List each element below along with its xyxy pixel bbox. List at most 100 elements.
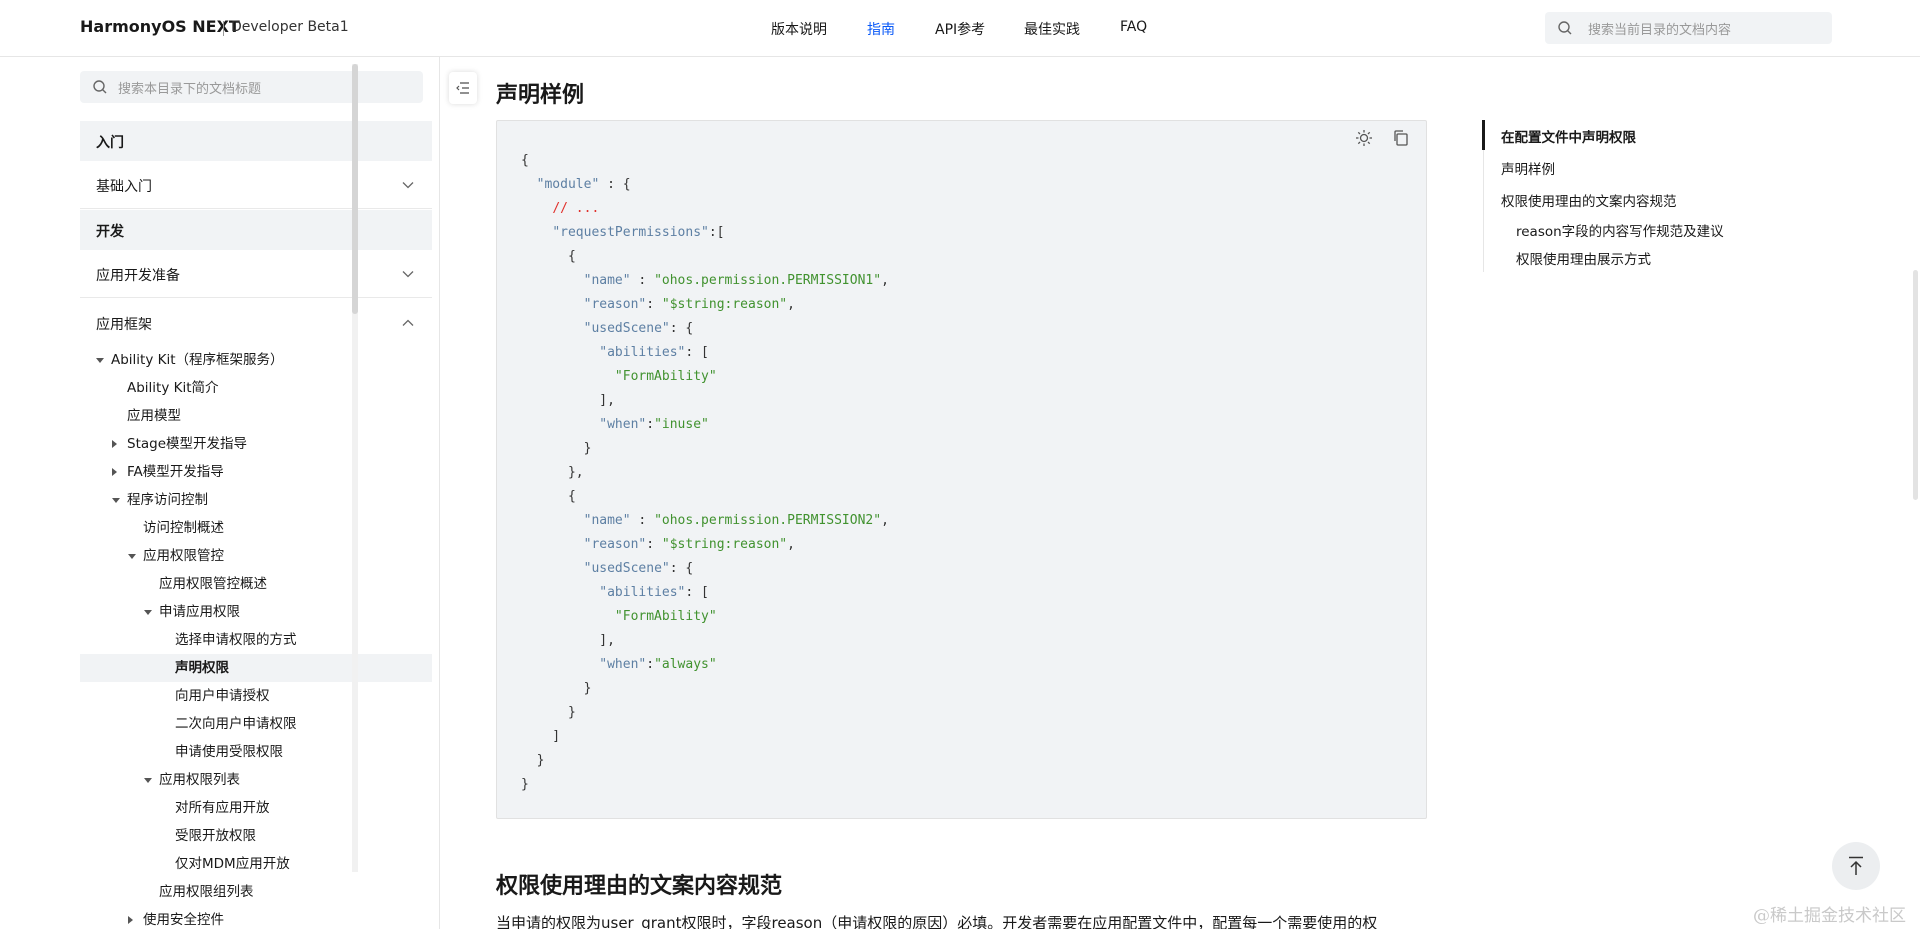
tree-item-label: 受限开放权限: [175, 828, 256, 844]
sidebar-toggle-icon: [456, 82, 469, 94]
code-token: [521, 513, 584, 528]
code-line: {: [521, 245, 889, 269]
sidebar-item-prep[interactable]: 应用开发准备: [80, 250, 432, 298]
code-token: ,: [881, 513, 889, 528]
code-line: ],: [521, 629, 889, 653]
code-line: }: [521, 437, 889, 461]
brand-version: Developer Beta1: [231, 19, 349, 35]
brand-title[interactable]: HarmonyOS NEXT: [80, 17, 240, 36]
caret-down-icon[interactable]: [144, 610, 152, 615]
toc-item[interactable]: 权限使用理由的文案内容规范: [1501, 194, 1677, 210]
nav-link-1[interactable]: 指南: [867, 22, 895, 38]
caret-down-icon[interactable]: [112, 498, 120, 503]
code-line: "module" : {: [521, 173, 889, 197]
code-line: {: [521, 485, 889, 509]
code-line: }: [521, 677, 889, 701]
code-token: "module": [536, 177, 600, 192]
nav-link-0[interactable]: 版本说明: [771, 22, 827, 38]
code-line: "when":"always": [521, 653, 889, 677]
code-token: }: [521, 441, 592, 456]
code-token: [521, 177, 537, 192]
tree-item-label: 申请使用受限权限: [175, 744, 283, 760]
section-intro[interactable]: 入门: [80, 121, 432, 161]
code-token: ],: [521, 393, 615, 408]
code-line: }: [521, 701, 889, 725]
code-token: },: [521, 465, 584, 480]
code-token: [521, 537, 584, 552]
code-line: }: [521, 749, 889, 773]
code-token: :: [646, 417, 655, 432]
code-line: "name" : "ohos.permission.PERMISSION2",: [521, 509, 889, 533]
sidebar-scrollbar-thumb[interactable]: [352, 64, 358, 314]
code-line: "requestPermissions":[: [521, 221, 889, 245]
toc-item[interactable]: 在配置文件中声明权限: [1501, 130, 1636, 146]
tree-item-label: 应用权限列表: [159, 772, 240, 788]
sidebar-search-placeholder: 搜索本目录下的文档标题: [118, 82, 262, 97]
code-token: ],: [521, 633, 615, 648]
code-token: }: [521, 777, 529, 792]
code-token: :: [630, 513, 655, 528]
sidebar-toggle-button[interactable]: [449, 72, 477, 104]
tree-item-label: 申请应用权限: [159, 604, 240, 620]
sidebar-item-prep-label: 应用开发准备: [96, 268, 180, 284]
sidebar-item-framework[interactable]: 应用框架: [80, 299, 432, 347]
code-token: "inuse": [654, 417, 709, 432]
nav-link-4[interactable]: FAQ: [1120, 19, 1148, 35]
section-dev[interactable]: 开发: [80, 210, 432, 250]
caret-right-icon[interactable]: [128, 916, 133, 924]
doc-search-input[interactable]: 搜索当前目录的文档内容: [1545, 12, 1832, 44]
chevron-up-icon: [402, 319, 414, 326]
code-line: "FormAbility": [521, 605, 889, 629]
sidebar-search-input[interactable]: 搜索本目录下的文档标题: [80, 71, 423, 103]
caret-down-icon[interactable]: [144, 778, 152, 783]
tree-item-label: 仅对MDM应用开放: [175, 856, 290, 872]
code-token: "always": [654, 657, 717, 672]
code-line: "abilities": [: [521, 581, 889, 605]
code-token: : {: [669, 561, 694, 576]
toc-item[interactable]: 声明样例: [1501, 162, 1555, 178]
sidebar-scrollbar-track[interactable]: [352, 64, 358, 872]
code-token: "reason": [583, 297, 647, 312]
code-token: "FormAbility": [614, 369, 717, 384]
sidebar-divider: [439, 57, 440, 929]
tree-item[interactable]: 声明权限: [80, 654, 432, 682]
toc-rail: [1483, 120, 1484, 272]
toc-item[interactable]: 权限使用理由展示方式: [1516, 252, 1651, 268]
code-token: {: [521, 153, 529, 168]
copy-icon[interactable]: [1392, 129, 1410, 147]
tree-item-label: 应用权限组列表: [159, 884, 254, 900]
caret-down-icon[interactable]: [128, 554, 136, 559]
code-content[interactable]: { "module" : { // ... "requestPermission…: [521, 149, 889, 797]
sidebar-item-basic[interactable]: 基础入门: [80, 161, 432, 209]
back-to-top-button[interactable]: [1832, 842, 1880, 890]
section-heading-example: 声明样例: [496, 83, 585, 108]
tree-item-label: 应用模型: [127, 408, 181, 424]
caret-right-icon[interactable]: [112, 440, 117, 448]
code-token: [521, 609, 615, 624]
search-icon: [1558, 21, 1572, 35]
tree-item-label: Stage模型开发指导: [127, 436, 248, 452]
code-token: [521, 297, 584, 312]
code-token: "FormAbility": [614, 609, 717, 624]
tree-item-label: 程序访问控制: [127, 492, 208, 508]
code-token: }: [521, 753, 545, 768]
code-token: "abilities": [599, 585, 686, 600]
theme-icon[interactable]: [1355, 129, 1373, 147]
tree-item-label: 应用权限管控: [143, 548, 224, 564]
nav-link-3[interactable]: 最佳实践: [1024, 22, 1080, 38]
body-paragraph: 当申请的权限为user_grant权限时，字段reason（申请权限的原因）必填…: [496, 914, 1378, 929]
page-scrollbar[interactable]: [1913, 270, 1918, 500]
code-token: "abilities": [599, 345, 686, 360]
tree-item-label: Ability Kit（程序框架服务）: [111, 352, 284, 368]
top-header: HarmonyOS NEXT Developer Beta1 版本说明 指南 API…: [0, 0, 1920, 57]
toc-item[interactable]: reason字段的内容写作规范及建议: [1516, 224, 1724, 240]
nav-link-2[interactable]: API参考: [935, 22, 986, 38]
code-token: ]: [521, 729, 561, 744]
caret-right-icon[interactable]: [112, 468, 117, 476]
code-token: // ...: [552, 201, 600, 216]
code-token: "requestPermissions": [552, 225, 709, 240]
caret-down-icon[interactable]: [96, 358, 104, 363]
tree-item-label: FA模型开发指导: [127, 464, 224, 480]
section-intro-label: 入门: [96, 135, 124, 151]
code-token: [521, 273, 584, 288]
